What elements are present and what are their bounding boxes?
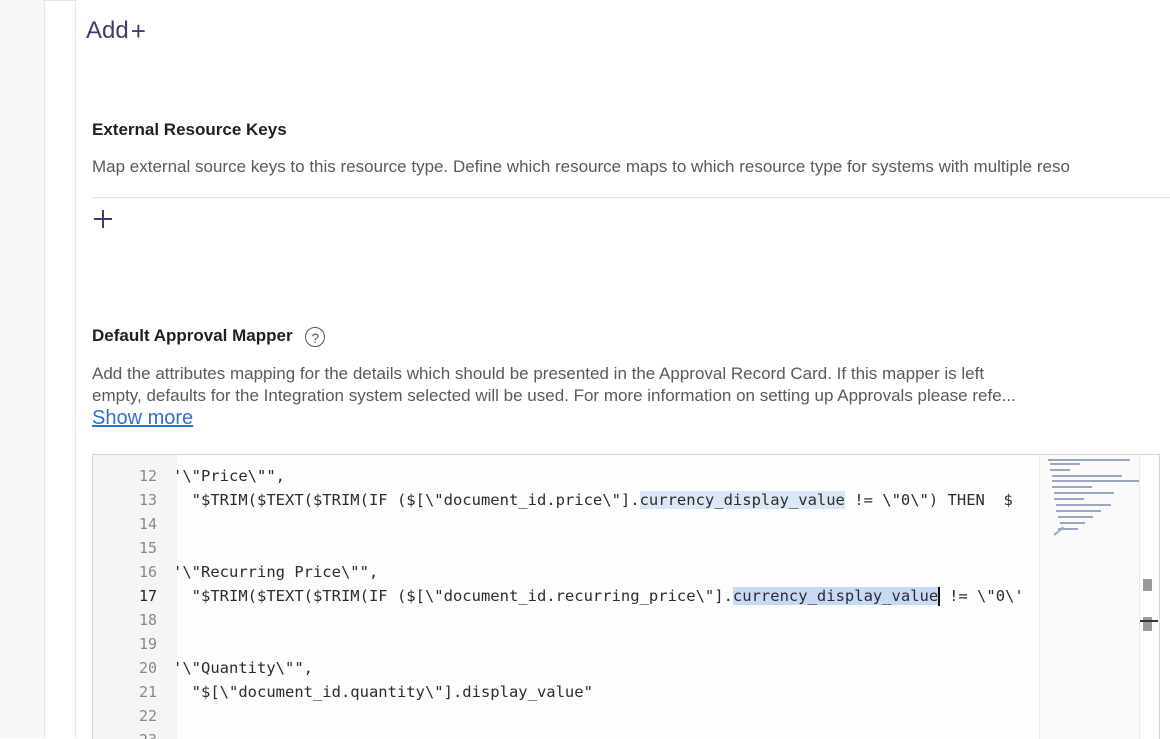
plus-icon xyxy=(94,210,112,228)
line-number: 19 xyxy=(138,635,157,653)
code-text: != \"0\") THEN $ xyxy=(844,491,1013,509)
scroll-cursor-marker xyxy=(1140,620,1158,622)
show-more-link[interactable]: Show more xyxy=(92,407,194,429)
line-number-active: 17 xyxy=(138,587,157,605)
plus-icon: + xyxy=(130,16,146,46)
code-line[interactable]: "$[\"document_id.quantity\"].display_val… xyxy=(177,683,593,701)
add-external-key-button[interactable] xyxy=(92,208,114,230)
line-number: 14 xyxy=(138,515,157,533)
scroll-marker xyxy=(1143,579,1152,591)
code-text-area[interactable]: '\"Price\"", "$TRIM($TEXT($TRIM(IF ($[\"… xyxy=(177,455,1039,739)
default-approval-mapper-heading: Default Approval Mapper ? xyxy=(92,326,326,347)
line-number: 21 xyxy=(138,683,157,701)
add-button[interactable]: Add + xyxy=(86,17,146,45)
code-line[interactable]: "$TRIM($TEXT($TRIM(IF ($[\"document_id.p… xyxy=(177,488,1013,512)
section-divider xyxy=(92,197,1170,198)
code-line[interactable]: '\"Price\"", xyxy=(177,467,285,485)
text-cursor xyxy=(938,587,940,606)
line-number: 23 xyxy=(93,728,157,739)
line-number: 16 xyxy=(138,563,157,581)
selected-text: currency_display_value xyxy=(732,587,939,605)
editor-minimap[interactable] xyxy=(1039,455,1140,739)
code-line[interactable]: '\"Quantity\"", xyxy=(177,659,313,677)
line-number: 18 xyxy=(138,611,157,629)
add-label: Add xyxy=(86,17,129,44)
line-number: 15 xyxy=(138,539,157,557)
line-number-gutter: 12 13 14 15 16 17 18 19 20 21 22 23 xyxy=(93,455,177,739)
line-number: 20 xyxy=(138,659,157,677)
code-editor[interactable]: 12 13 14 15 16 17 18 19 20 21 22 23 '\"P… xyxy=(92,454,1160,739)
highlighted-occurrence: currency_display_value xyxy=(639,491,845,509)
line-number: 12 xyxy=(138,467,157,485)
scroll-marker xyxy=(1143,617,1152,631)
approval-mapper-description-line-2: empty, defaults for the Integration syst… xyxy=(92,385,1016,405)
question-circle-icon[interactable]: ? xyxy=(305,326,326,347)
default-approval-mapper-title: Default Approval Mapper xyxy=(92,326,293,345)
left-rail xyxy=(0,0,45,738)
vertical-scrollbar[interactable] xyxy=(1139,455,1159,739)
code-text: "$TRIM($TEXT($TRIM(IF ($[\"document_id.r… xyxy=(177,587,733,605)
code-text: "$TRIM($TEXT($TRIM(IF ($[\"document_id.p… xyxy=(177,491,640,509)
external-resource-keys-description: Map external source keys to this resourc… xyxy=(92,157,1070,176)
code-line-active[interactable]: "$TRIM($TEXT($TRIM(IF ($[\"document_id.r… xyxy=(177,584,1024,608)
approval-mapper-description: Add the attributes mapping for the detai… xyxy=(92,363,1162,406)
approval-mapper-description-line-1: Add the attributes mapping for the detai… xyxy=(92,364,985,383)
line-number: 22 xyxy=(138,707,157,725)
external-resource-keys-title: External Resource Keys xyxy=(92,120,287,139)
line-number: 13 xyxy=(138,491,157,509)
code-text: != \"0\' xyxy=(939,587,1024,605)
code-line[interactable]: '\"Recurring Price\"", xyxy=(177,563,379,581)
